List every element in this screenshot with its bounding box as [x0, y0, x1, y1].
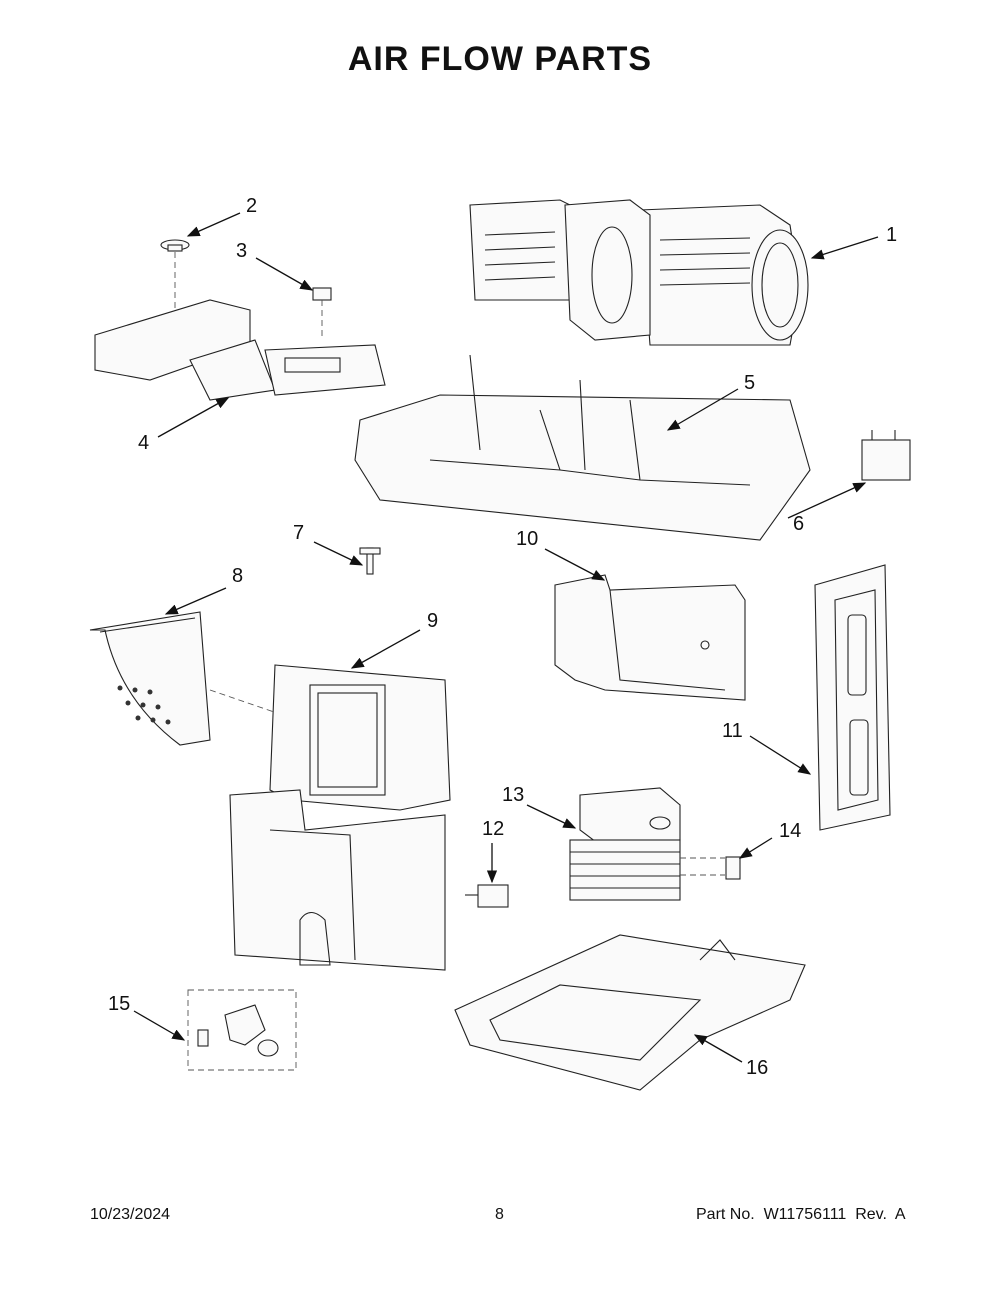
callout-8: 8	[232, 565, 244, 587]
footer-page-number: 8	[495, 1206, 504, 1223]
part-12-switch	[465, 884, 509, 908]
part-2-thermostat	[160, 239, 190, 320]
page-title: AIR FLOW PARTS	[347, 40, 653, 78]
callout-14: 14	[779, 820, 802, 842]
callout-16: 16	[746, 1057, 769, 1079]
part-9-bracket-assembly	[229, 664, 451, 971]
footer-part-number: Part No. W11756111 Rev. A	[696, 1206, 906, 1223]
part-15-kit	[187, 989, 297, 1071]
part-8-air-guide	[89, 611, 371, 746]
part-1-blower-assembly	[469, 199, 809, 346]
callout-4: 4	[138, 432, 150, 454]
footer-date: 10/23/2024	[90, 1206, 171, 1223]
callout-3: 3	[236, 240, 248, 262]
callout-12: 12	[482, 818, 505, 840]
part-16-base-plate	[454, 934, 806, 1091]
part-3-thermal-cutout	[312, 287, 332, 340]
part-7-pin	[359, 547, 381, 575]
callout-6: 6	[793, 513, 805, 535]
callout-1: 1	[886, 224, 898, 246]
callout-7: 7	[293, 522, 305, 544]
part-14-thermal-cutout	[725, 856, 741, 880]
callout-5: 5	[744, 372, 756, 394]
callout-11: 11	[722, 720, 743, 742]
callout-leaders	[133, 212, 879, 1063]
part-11-side-panel	[814, 564, 891, 831]
part-5-mount-plate	[354, 354, 811, 541]
callout-15: 15	[108, 993, 131, 1015]
callout-2: 2	[246, 195, 258, 217]
callout-10: 10	[516, 528, 539, 550]
part-10-duct-bracket	[554, 574, 746, 701]
part-13-magnetron	[569, 787, 725, 901]
part-6-capacitor	[861, 430, 911, 481]
part-4-vent-duct	[94, 299, 386, 401]
callout-13: 13	[502, 784, 525, 806]
callout-9: 9	[427, 610, 439, 632]
